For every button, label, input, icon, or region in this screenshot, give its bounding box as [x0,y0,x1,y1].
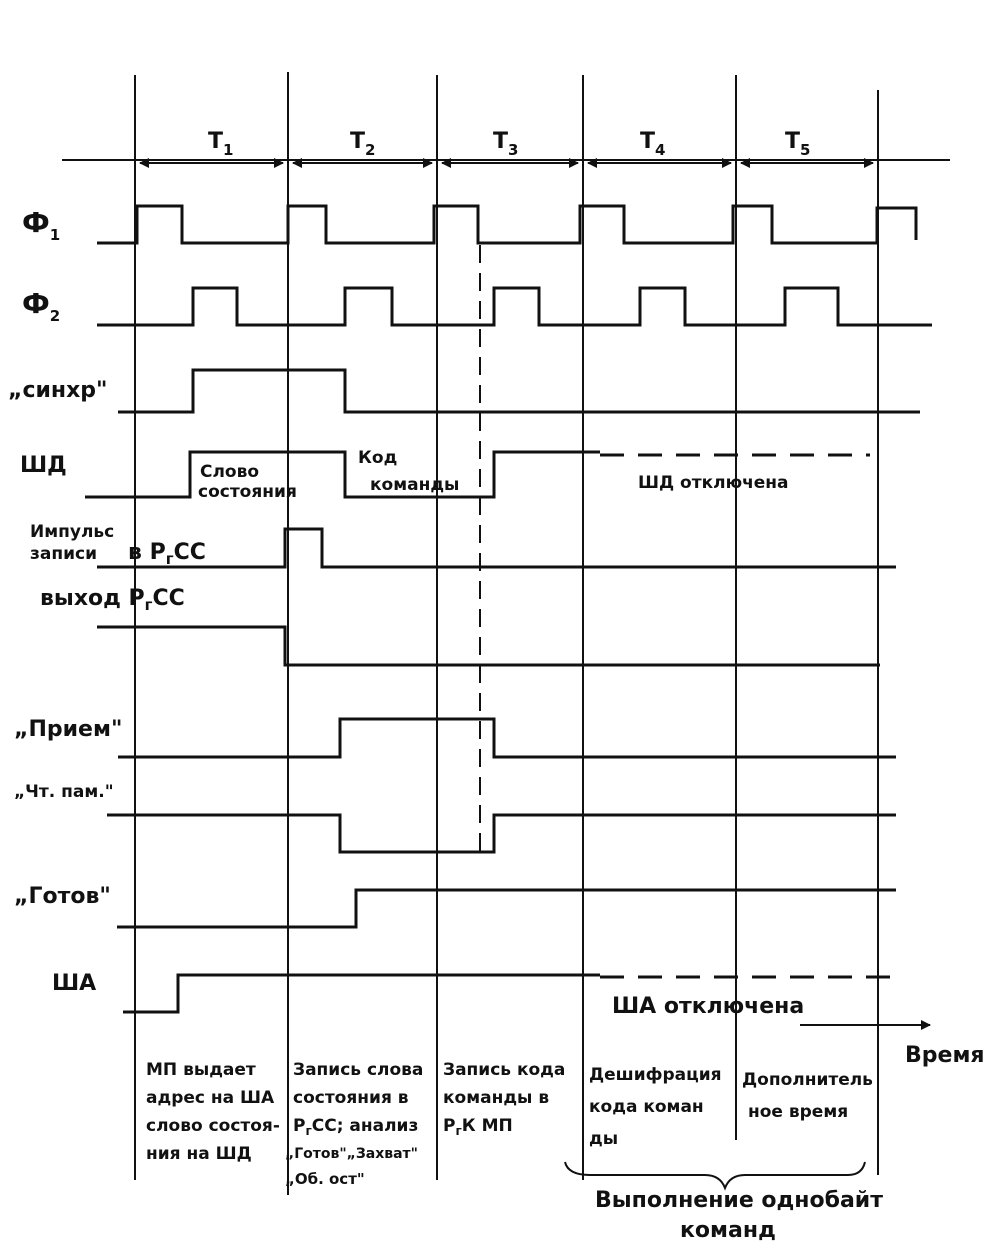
waveform-shd [85,450,600,499]
phase-2-text: Запись слова состояния в РгСС; анализ „Г… [285,1060,423,1188]
signal-label-phi1: Ф1 [22,206,60,244]
svg-text:Запись кода: Запись кода [443,1060,565,1080]
waveform-phi2 [97,286,932,327]
signal-label-phi2: Ф2 [22,287,60,325]
waveform-gotov [117,888,896,929]
svg-text:„Об. ост": „Об. ост" [285,1170,365,1188]
annotation-komandy: команды [370,475,459,495]
annotation-sha-off: ША отключена [612,994,804,1019]
svg-text:адрес на ША: адрес на ША [146,1088,275,1108]
phase-1-text: МП выдает адрес на ША слово состоя- ния … [146,1060,280,1164]
annotation-time: Время [905,1043,985,1068]
signal-label-write-pulse-1: Импульс [30,522,114,542]
brace [564,1161,866,1191]
brace-label-line-1: Выполнение однобайт [595,1188,883,1213]
svg-text:Дополнитель: Дополнитель [742,1070,873,1090]
phase-4-text: Дешифрация кода коман ды [589,1065,722,1149]
svg-text:Запись слова: Запись слова [293,1060,423,1080]
svg-text:РгК МП: РгК МП [443,1116,513,1138]
waveform-cht-pam [107,813,896,854]
signal-label-cht-pam: „Чт. пам." [14,782,114,802]
svg-text:кода коман: кода коман [589,1097,704,1117]
waveform-sync [118,368,920,414]
signal-label-write-pulse-3: в РгСС [128,540,206,568]
signal-label-gotov: „Готов" [14,884,111,909]
period-label-5: T5 [785,129,810,159]
phase-5-text: Дополнитель ное время [742,1070,873,1122]
signal-label-sync: „синхр" [8,378,108,403]
signal-label-shd: ШД [20,453,67,478]
period-label-4: T4 [640,129,665,159]
waveform-phi1 [97,204,918,245]
brace-label-line-2: команд [680,1218,776,1243]
svg-text:Дешифрация: Дешифрация [589,1065,722,1085]
svg-text:„Готов"„Захват": „Готов"„Захват" [285,1146,418,1162]
annotation-kod: Код [358,448,397,468]
waveform-sha [123,973,600,1014]
svg-text:ды: ды [589,1129,618,1149]
svg-text:слово состоя-: слово состоя- [146,1116,280,1136]
signal-label-priem: „Прием" [14,717,122,742]
annotation-sostoyaniya: состояния [198,482,297,502]
waveform-write-pulse [97,527,896,569]
period-label-2: T2 [350,129,375,159]
annotation-slovo: Слово [200,462,259,482]
waveform-rg-out [97,625,880,667]
svg-text:РгСС; анализ: РгСС; анализ [293,1116,418,1138]
period-label-3: T3 [493,129,518,159]
period-label-1: T1 [208,129,233,159]
svg-text:ния на ШД: ния на ШД [146,1144,252,1164]
svg-text:МП выдает: МП выдает [146,1060,256,1080]
signal-label-write-pulse-2: записи [30,544,97,564]
phase-3-text: Запись кода команды в РгК МП [443,1060,565,1138]
svg-text:ное время: ное время [748,1102,848,1122]
annotation-shd-off: ШД отключена [638,473,789,493]
svg-text:состояния в: состояния в [293,1088,409,1108]
svg-text:команды в: команды в [443,1088,549,1108]
signal-label-sha: ША [52,971,96,996]
signal-label-rg-out: выход РгСС [40,586,185,614]
waveform-priem [118,717,896,759]
